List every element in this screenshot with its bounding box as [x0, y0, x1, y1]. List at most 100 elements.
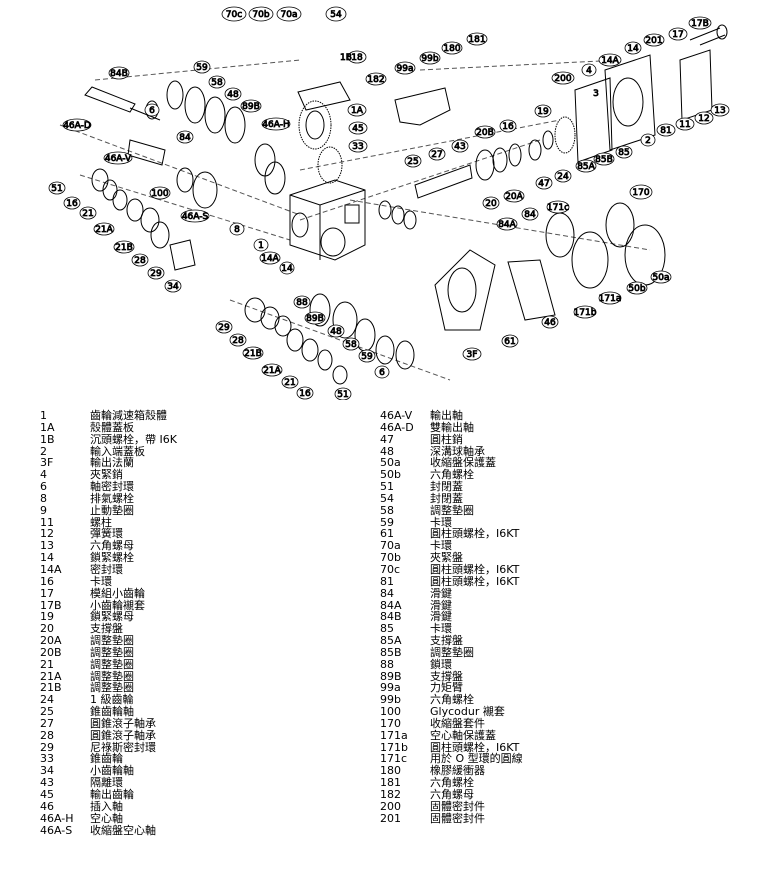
callout: 171a: [598, 291, 622, 305]
svg-text:84: 84: [179, 133, 191, 143]
callout: 89B: [240, 99, 262, 113]
part-number: 46A-D: [380, 420, 414, 434]
callout: 14: [279, 261, 295, 275]
part-number: 171a: [380, 728, 408, 742]
callout: 85: [615, 145, 633, 159]
parts-list-row: 34 小齒輪軸: [40, 765, 177, 777]
part-number: 1A: [40, 420, 55, 434]
part-description: 封閉蓋: [430, 491, 463, 505]
svg-text:18: 18: [351, 53, 363, 63]
part-number: 181: [380, 776, 401, 790]
svg-text:20A: 20A: [505, 192, 523, 202]
part-number: 14A: [40, 562, 62, 576]
callout: 45: [348, 121, 368, 135]
part-number: 48: [380, 444, 394, 458]
part-number: 11: [40, 515, 54, 529]
part-number: 171c: [380, 752, 408, 766]
svg-text:85A: 85A: [577, 162, 595, 172]
svg-text:59: 59: [361, 352, 373, 362]
part-number: 28: [40, 728, 54, 742]
svg-text:46A-V: 46A-V: [105, 154, 132, 164]
callout: 20: [482, 196, 500, 210]
part-number: 25: [40, 705, 54, 719]
svg-text:59: 59: [196, 63, 208, 73]
svg-text:51: 51: [51, 184, 62, 194]
svg-text:181: 181: [468, 35, 485, 45]
part-number: 100: [380, 705, 401, 719]
part-description: 力矩臂: [430, 681, 463, 695]
svg-text:1: 1: [258, 241, 264, 251]
part-description: 軸密封環: [90, 480, 134, 494]
part-number: 47: [380, 432, 394, 446]
part-number: 20: [40, 622, 54, 636]
part-description: 卡環: [90, 574, 112, 588]
part-number: 6: [40, 480, 47, 494]
callout: 171c: [547, 200, 570, 214]
callout: 47: [535, 176, 553, 190]
part-number: 29: [40, 740, 54, 754]
part-number: 99b: [380, 693, 401, 707]
part-number: 9: [40, 503, 47, 517]
part-description: 卡環: [430, 622, 452, 636]
part-number: 84: [380, 586, 394, 600]
svg-text:48: 48: [227, 90, 239, 100]
svg-text:58: 58: [211, 78, 223, 88]
part-number: 171b: [380, 740, 408, 754]
callout: 21: [79, 206, 97, 220]
part-description: 用於 O 型環的圓線: [430, 752, 523, 766]
part-number: 51: [380, 480, 394, 494]
part-description: 支撐盤: [430, 634, 463, 648]
part-description: 小齒輪軸: [90, 764, 134, 778]
part-number: 16: [40, 574, 54, 588]
svg-text:47: 47: [538, 179, 549, 189]
svg-text:21A: 21A: [95, 225, 113, 235]
part-description: 收縮盤保護蓋: [430, 456, 496, 470]
svg-text:14A: 14A: [601, 56, 619, 66]
callout: 29: [147, 266, 165, 280]
svg-text:34: 34: [167, 282, 179, 292]
svg-text:180: 180: [443, 44, 460, 54]
svg-text:29: 29: [218, 323, 230, 333]
svg-text:6: 6: [379, 368, 385, 378]
callout: 85A: [575, 159, 597, 173]
svg-text:201: 201: [645, 36, 662, 46]
callout: 51: [48, 181, 66, 195]
callout-labels: 70c 70b 70a 54 18 17B 17 201 14A 14 1B 1…: [48, 6, 730, 400]
svg-text:20: 20: [485, 199, 497, 209]
part-number: 54: [380, 491, 394, 505]
callout: 16: [63, 196, 81, 210]
svg-text:88: 88: [296, 298, 308, 308]
callout: 11: [675, 117, 695, 131]
part-description: 六角螺母: [430, 788, 474, 801]
callout: 14A: [598, 53, 622, 67]
svg-text:25: 25: [407, 157, 418, 167]
parts-list-row: 54 封閉蓋: [380, 493, 523, 505]
svg-text:28: 28: [134, 256, 146, 266]
part-description: 固體密封件: [430, 799, 485, 813]
part-description: 圓柱銷: [430, 432, 463, 446]
part-number: 2: [40, 444, 47, 458]
part-number: 34: [40, 764, 54, 778]
callout: 58: [342, 337, 360, 351]
svg-text:46A-H: 46A-H: [262, 120, 289, 130]
part-description: 齒輪減速箱殼體: [90, 409, 167, 422]
callout: 70a: [276, 6, 302, 22]
svg-text:99a: 99a: [397, 64, 414, 74]
part-description: 輸入端蓋板: [90, 444, 145, 458]
svg-text:171b: 171b: [574, 308, 597, 318]
callout: 28: [229, 333, 247, 347]
callout: 61: [501, 334, 519, 348]
